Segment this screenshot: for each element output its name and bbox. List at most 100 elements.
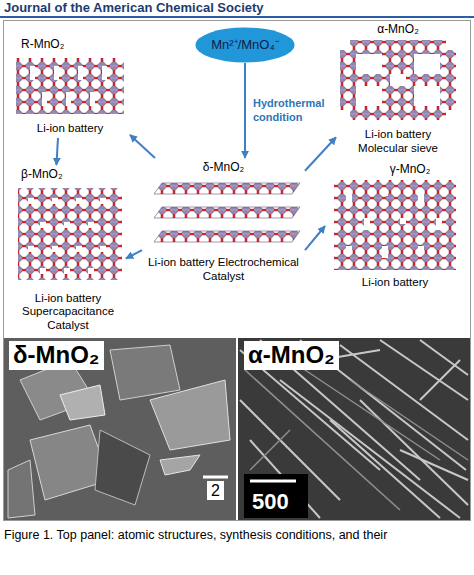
tunnel [356,86,382,106]
tunnel [418,246,424,252]
journal-header: Journal of the American Chemical Society [4,0,264,16]
sem-panel: δ-MnO₂ 2 [4,338,236,520]
nanowire [380,340,468,400]
tunnel [40,268,46,274]
tunnel [382,246,388,258]
flake [150,380,230,450]
nanowire [330,420,440,518]
application-text: Li-ion battery [328,276,462,290]
ellipse-shape [196,28,295,63]
tunnel [446,40,456,50]
arrow-connector [130,135,155,158]
arrow-connector [126,250,142,258]
phase-label: β-MnO₂ [13,167,123,181]
crystal-structure [340,40,456,120]
sem-image [4,338,236,520]
scale-bar [203,476,228,479]
tunnel [382,190,388,196]
crystal-structure [334,180,456,270]
phase-label: δ-MnO₂ [145,160,302,174]
application-text: Li-ion battery Supercapacitance Catalyst [13,292,123,333]
tunnel [40,222,46,228]
scale-ground [244,474,308,518]
tunnel [88,268,94,274]
arrow-connector [305,137,336,171]
precursor-ellipse: Mn²⁺/MnO₄⁻ [195,27,295,63]
tunnel [414,54,440,74]
structure-panel: δ-MnO₂ Li-ion battery Electrochemical Cat… [142,158,305,286]
tunnel [54,66,59,80]
tunnel [100,198,106,204]
flake [95,430,150,505]
flake [160,455,200,475]
structure-panel: β-MnO₂ Li-ion battery Supercapacitance Ca… [10,165,126,335]
flake [8,460,35,518]
panel-heading: α-MnO₂ [244,341,339,370]
tunnel [28,246,34,252]
tunnel [436,218,442,230]
tunnel [364,218,370,230]
tunnel [418,190,424,202]
nanowire [350,380,468,460]
figure-caption: Figure 1. Top panel: atomic structures, … [4,528,470,543]
phase-label: R-MnO₂ [13,37,127,51]
structure-panel: R-MnO₂ Li-ion battery [10,35,130,138]
tunnel [346,190,352,202]
precursor-label: Mn²⁺/MnO₄⁻ [211,37,278,53]
tunnel [100,246,106,252]
tunnel [102,66,107,80]
tunnel [52,198,58,204]
phase-label: α-MnO₂ [339,22,457,36]
crystal-structure [18,188,122,280]
arrow-connector [56,138,58,165]
tunnel [356,54,382,74]
tunnel [30,66,35,80]
application-text: Li-ion battery Molecular sieve [339,128,457,156]
tunnel [400,218,406,224]
tunnel [66,92,71,106]
application-text: Li-ion battery [13,122,127,136]
tunnel [78,66,83,80]
scale-bar [250,480,296,483]
scale-number: 2 [207,481,224,500]
tunnel [52,246,58,252]
nanowire [420,360,460,400]
arrow-connector [305,226,325,250]
tunnel [390,74,406,86]
tunnel [340,40,350,50]
header-rule [0,16,474,18]
panel-heading: δ-MnO₂ [9,341,104,370]
scale-number: 500 [246,489,295,515]
tunnel [42,92,47,106]
tunnel [88,222,94,228]
tunnel [446,110,456,120]
sem-panel: α-MnO₂ 500 [238,338,470,520]
flake [60,385,105,420]
nanowire [340,345,468,440]
nanowire [290,360,440,460]
layer-sheet [154,183,300,194]
nanowire [400,450,468,480]
edge-label: Hydrothermal condition [253,97,327,123]
tunnel [346,246,352,252]
tunnel [76,246,82,252]
structure-panel: γ-MnO₂ Li-ion battery [325,160,465,292]
tunnel [340,110,350,120]
nanowires [240,340,468,518]
tunnel [64,268,70,274]
tunnel [90,92,95,106]
sem-image [238,338,470,520]
tunnel [28,198,34,204]
flake [110,345,180,400]
structure-panel: α-MnO₂ Li-ion battery Molecular sieve [336,20,460,158]
application-text: Li-ion battery Electrochemical Catalyst [145,256,302,284]
tunnel [76,198,82,204]
nanowire [420,340,468,375]
figure-frame [4,21,471,521]
layer-sheet [154,207,300,218]
nanowire [250,430,290,470]
tunnel [414,86,440,106]
layer-sheet [154,231,300,242]
phase-label: γ-MnO₂ [328,162,462,176]
tunnel [64,222,70,228]
